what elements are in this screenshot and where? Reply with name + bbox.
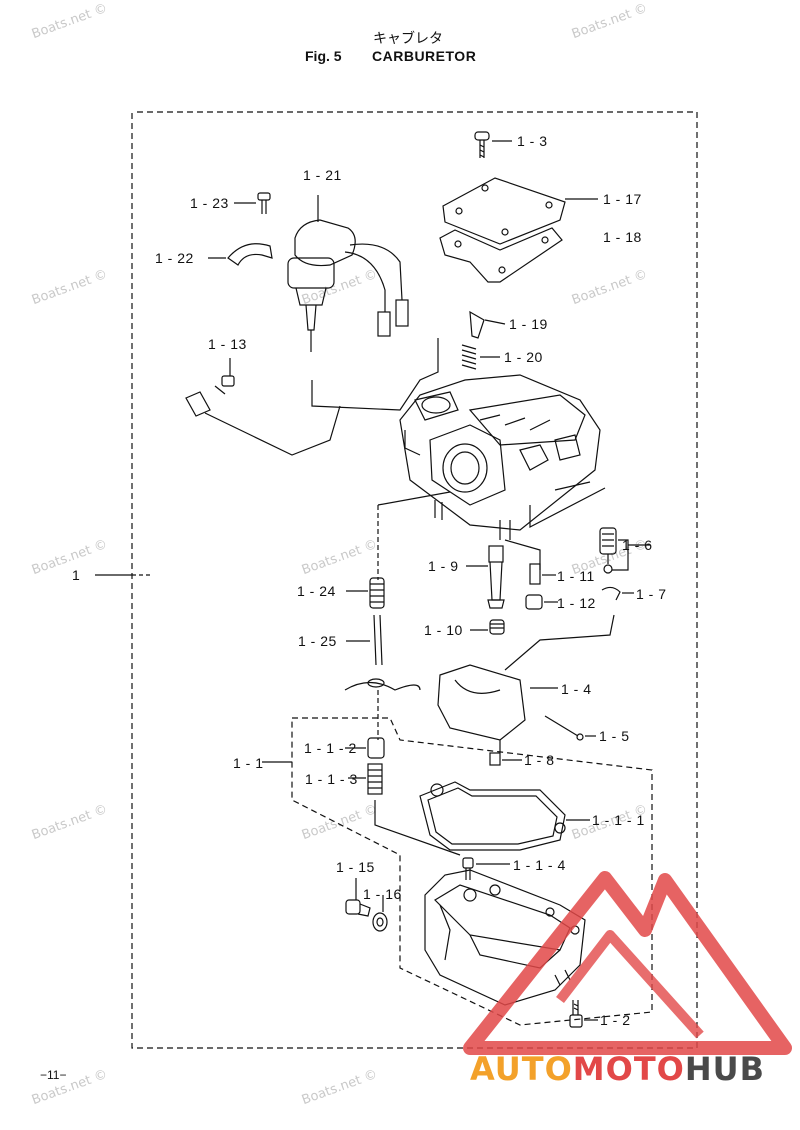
label-1-21: 1 - 21 <box>303 167 342 183</box>
label-1-6: 1 - 6 <box>622 537 653 553</box>
label-1-15: 1 - 15 <box>336 859 375 875</box>
label-1-2: 1 - 2 <box>600 1012 631 1028</box>
assembly-frame <box>131 111 698 1049</box>
gasket-1-17 <box>442 177 598 245</box>
pin-1-5 <box>544 715 596 741</box>
jet-1-11 <box>529 563 556 585</box>
jet-1-1-3 <box>348 763 461 856</box>
jet-1-1-2 <box>345 737 385 759</box>
label-1-17: 1 - 17 <box>603 191 642 207</box>
brand-logo-text: AUTOMOTOHUB <box>470 1050 765 1088</box>
brand-part-auto: AUTO <box>470 1050 573 1088</box>
label-1-24: 1 - 24 <box>297 583 336 599</box>
label-1-20: 1 - 20 <box>504 349 543 365</box>
spring-1-20 <box>461 344 500 370</box>
label-1-19: 1 - 19 <box>509 316 548 332</box>
figure-name: CARBURETOR <box>372 48 477 64</box>
label-1-23: 1 - 23 <box>190 195 229 211</box>
nozzle-1-9 <box>466 545 505 609</box>
label-1-10: 1 - 10 <box>424 622 463 638</box>
jet-1-10 <box>470 619 505 635</box>
label-1-1-1: 1 - 1 - 1 <box>592 812 645 828</box>
label-1-22: 1 - 22 <box>155 250 194 266</box>
clip-1-7 <box>601 586 634 601</box>
screw-1-3 <box>474 131 512 158</box>
brand-logo-triangle <box>463 871 792 1055</box>
gasket-1-18 <box>439 227 563 283</box>
label-1-11: 1 - 11 <box>557 568 595 584</box>
label-1-9: 1 - 9 <box>428 558 459 574</box>
label-1-5: 1 - 5 <box>599 728 630 744</box>
valve-1-6 <box>599 527 650 574</box>
title-japanese: キャブレタ <box>373 31 443 47</box>
screw-1-8 <box>489 752 522 766</box>
brand-part-moto: MOTO <box>572 1050 685 1088</box>
figure-label: Fig. 5 <box>305 48 342 64</box>
screw-1-2 <box>569 1000 598 1028</box>
screw-1-13 <box>185 358 341 456</box>
label-1: 1 <box>72 567 81 583</box>
gasket-1-1-1 <box>419 781 590 851</box>
drain-screw-1-15 <box>345 878 371 917</box>
label-1-18: 1 - 18 <box>603 229 642 245</box>
label-1-1-2: 1 - 1 - 2 <box>304 740 357 756</box>
float-1-4 <box>437 614 615 752</box>
spring-1-24 <box>346 577 385 609</box>
label-1-1-3: 1 - 1 - 3 <box>305 771 358 787</box>
bracket-1-22 <box>208 243 273 266</box>
label-1-8: 1 - 8 <box>524 752 555 768</box>
label-1-16: 1 - 16 <box>363 886 402 902</box>
label-1-3: 1 - 3 <box>517 133 548 149</box>
carburetor-body <box>399 374 601 540</box>
label-1-25: 1 - 25 <box>298 633 337 649</box>
label-1-7: 1 - 7 <box>636 586 667 602</box>
washer-1-16 <box>372 895 388 932</box>
solenoid-1-21 <box>287 195 409 352</box>
label-1-4: 1 - 4 <box>561 681 592 697</box>
plug-1-12 <box>525 594 558 610</box>
label-1-1-4: 1 - 1 - 4 <box>513 857 566 873</box>
rod-1-25 <box>344 614 421 740</box>
label-1-1: 1 - 1 <box>233 755 264 771</box>
page-number: −11− <box>40 1068 67 1082</box>
brand-part-hub: HUB <box>684 1050 766 1088</box>
screw-1-23 <box>234 192 271 214</box>
subassembly-frame <box>291 717 653 1026</box>
label-1-13: 1 - 13 <box>208 336 247 352</box>
screw-1-19 <box>469 310 506 339</box>
label-1-12: 1 - 12 <box>557 595 596 611</box>
